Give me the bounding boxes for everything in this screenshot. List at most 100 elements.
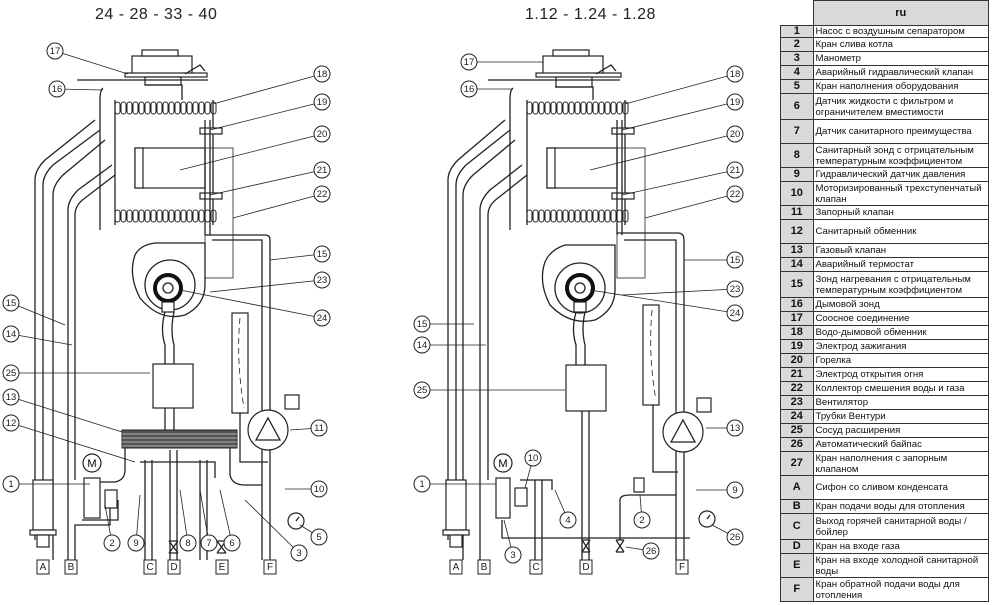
svg-text:C: C <box>532 562 539 573</box>
legend-description: Водо-дымовой обменник <box>812 325 989 340</box>
legend-description: Вентилятор <box>812 395 989 410</box>
port-B: B <box>477 559 491 575</box>
safety-valve <box>633 477 645 493</box>
legend-key: 1 <box>780 25 814 38</box>
callout-15: 15 <box>2 294 66 326</box>
port-E: E <box>215 559 229 575</box>
legend-description: Гидравлический датчик давления <box>812 167 989 182</box>
port-A: A <box>449 559 463 575</box>
callout-21: 21 <box>209 161 331 196</box>
svg-text:18: 18 <box>730 69 741 80</box>
svg-text:F: F <box>679 562 685 573</box>
legend-key: 10 <box>780 181 814 206</box>
callout-16: 16 <box>48 80 104 98</box>
callout-25: 25 <box>2 364 150 382</box>
callout-5: 5 <box>299 524 328 546</box>
circulation-pump <box>247 394 300 451</box>
legend-key: 6 <box>780 93 814 120</box>
callout-14: 14 <box>413 336 486 354</box>
legend-key: 7 <box>780 119 814 144</box>
legend-description: Соосное соединение <box>812 311 989 326</box>
svg-text:25: 25 <box>417 385 428 396</box>
legend-key: 2 <box>780 37 814 52</box>
callout-15: 15 <box>684 251 744 269</box>
svg-text:4: 4 <box>565 515 570 526</box>
pipes <box>447 119 690 560</box>
svg-text:23: 23 <box>317 275 328 286</box>
legend-key: E <box>780 553 814 578</box>
svg-text:14: 14 <box>6 329 17 340</box>
legend-description: Кран обратной подачи воды для отопления <box>812 577 989 602</box>
svg-text:3: 3 <box>296 548 301 559</box>
legend-key: 16 <box>780 297 814 312</box>
legend-description: Зонд нагревания с отрицательным температ… <box>812 271 989 298</box>
expansion-vessel <box>642 304 678 473</box>
svg-text:B: B <box>481 562 488 573</box>
callout-14: 14 <box>2 325 73 346</box>
callout-18: 18 <box>624 65 744 105</box>
svg-text:A: A <box>40 562 47 573</box>
legend-corner <box>780 0 814 26</box>
callout-23: 23 <box>621 280 744 298</box>
svg-text:17: 17 <box>464 57 475 68</box>
port-F: F <box>675 559 689 575</box>
legend-key: 25 <box>780 423 814 438</box>
svg-text:21: 21 <box>730 165 741 176</box>
svg-text:9: 9 <box>732 485 737 496</box>
legend-description: Датчик санитарного преимущества <box>812 119 989 144</box>
svg-text:22: 22 <box>317 189 328 200</box>
svg-text:2: 2 <box>109 538 114 549</box>
legend-key: 9 <box>780 167 814 182</box>
svg-text:1: 1 <box>419 479 424 490</box>
legend-key: 18 <box>780 325 814 340</box>
svg-text:M: M <box>87 458 96 470</box>
port-B: B <box>64 559 78 575</box>
legend-description: Кран подачи воды для отопления <box>812 499 989 514</box>
callout-8: 8 <box>179 489 197 552</box>
legend-description: Сосуд расширения <box>812 423 989 438</box>
legend-key: 11 <box>780 205 814 220</box>
port-D: D <box>579 559 593 575</box>
svg-text:13: 13 <box>730 423 741 434</box>
legend-description: Электрод открытия огня <box>812 367 989 382</box>
svg-text:19: 19 <box>317 97 328 108</box>
legend-description: Кран на входе холодной санитарной воды <box>812 553 989 578</box>
pipes <box>34 119 271 560</box>
svg-text:24: 24 <box>730 308 741 319</box>
svg-text:10: 10 <box>528 453 539 464</box>
expansion-vessel <box>231 312 268 463</box>
port-A: A <box>36 559 50 575</box>
svg-text:15: 15 <box>730 255 741 266</box>
svg-text:5: 5 <box>316 532 321 543</box>
legend-description: Датчик жидкости с фильтром и ограничител… <box>812 93 989 120</box>
svg-text:9: 9 <box>133 538 138 549</box>
legend-key: A <box>780 475 814 500</box>
svg-text:3: 3 <box>510 550 515 561</box>
legend-description: Кран наполнения с запорным клапаном <box>812 451 989 476</box>
legend-key: C <box>780 513 814 540</box>
svg-text:2: 2 <box>639 515 644 526</box>
legend-key: 21 <box>780 367 814 382</box>
callout-17: 17 <box>46 42 129 75</box>
legend-key: 20 <box>780 353 814 368</box>
legend-key: 3 <box>780 51 814 66</box>
callout-15: 15 <box>413 315 474 333</box>
port-F: F <box>263 559 277 575</box>
callout-4: 4 <box>554 489 577 529</box>
legend-description: Электрод зажигания <box>812 339 989 354</box>
